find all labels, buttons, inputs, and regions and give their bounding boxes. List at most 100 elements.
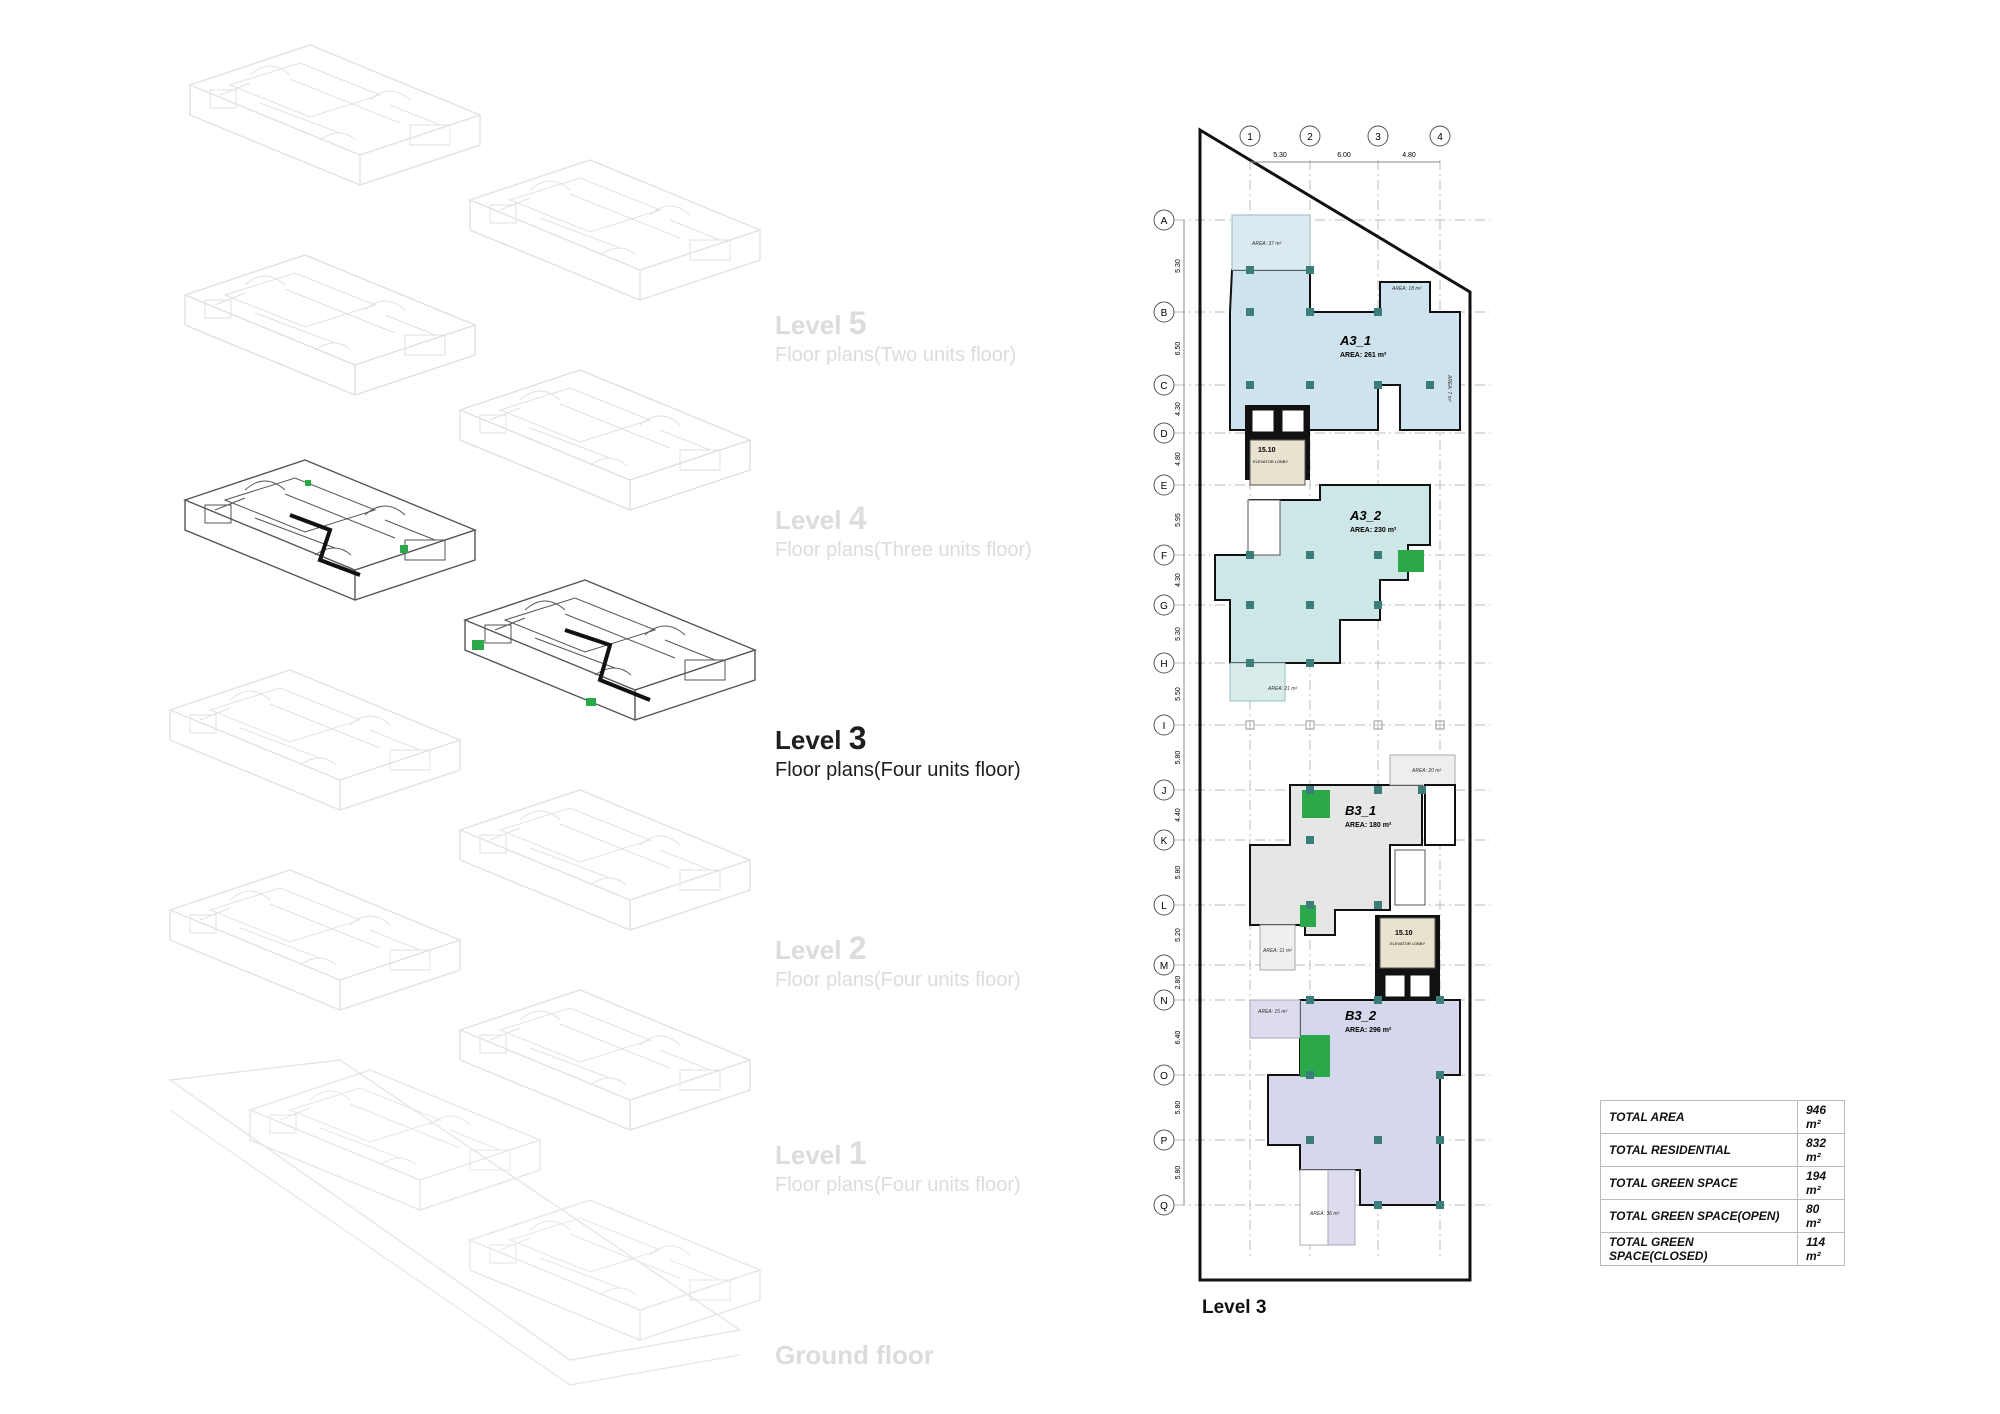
grid-col-label: 3 [1375,132,1381,143]
level-2-label: Level 2 Floor plans(Four units floor) [775,930,1021,991]
grid-row-label: Q [1160,1201,1168,1212]
summary-label: TOTAL RESIDENTIAL [1600,1133,1798,1167]
grid-row-label: I [1163,721,1166,732]
core-a-sub: ELEVATOR LOBBY [1253,459,1288,464]
column [1306,551,1314,559]
grid-bubble-col [1239,125,1261,147]
area-label: AREA: 36 m² [1309,1211,1340,1217]
grid-row-label: H [1160,659,1167,670]
iso-ground [168,1059,761,1386]
terrace-a3-1 [1231,214,1311,271]
grid-row-label: F [1161,551,1167,562]
lobby-a [1249,439,1306,486]
column [1306,601,1314,609]
column [1374,996,1382,1004]
stair-a [1247,499,1281,556]
level-1-label: Level 1 Floor plans(Four units floor) [775,1135,1021,1196]
summary-label: TOTAL GREEN SPACE(OPEN) [1600,1199,1798,1233]
column [1246,266,1254,274]
green-planter-4 [1300,1035,1330,1077]
column-marker [1305,720,1315,730]
grid-row-label: G [1160,601,1168,612]
column [1306,996,1314,1004]
summary-label: TOTAL GREEN SPACE(CLOSED) [1600,1232,1798,1266]
column [1374,1201,1382,1209]
core-a-label: 15.10 [1258,447,1276,454]
level-4-label: Level 4 Floor plans(Three units floor) [775,500,1032,561]
area-label: AREA: 11 m² [1262,948,1292,954]
column [1436,1071,1444,1079]
exploded-axonometric [168,44,761,1386]
grid-row-label: O [1160,1071,1168,1082]
site-boundary [1198,127,1472,1282]
grid-bubble-row [1153,1129,1175,1151]
grid-row-dim: 5.80 [1175,866,1182,880]
unit-b3-2-name: B3_2 [1345,1008,1377,1023]
summary-row: TOTAL GREEN SPACE(OPEN)80 m² [1600,1199,1845,1233]
grid-bubble-row [1153,422,1175,444]
level-5-label: Level 5 Floor plans(Two units floor) [775,305,1017,366]
column [1306,901,1314,909]
grid-bubble-row [1153,954,1175,976]
area-label: AREA: 18 m² [1391,286,1422,292]
lobby-b [1379,917,1436,969]
summary-value: 832 m² [1797,1133,1845,1167]
column [1418,786,1426,794]
grid-row-dim: 6.50 [1175,342,1182,356]
balcony-b3-1 [1424,784,1456,846]
grid-col-dim: 4.80 [1402,152,1416,159]
grid-row-label: L [1161,901,1167,912]
column [1374,601,1382,609]
ground-floor-label: Ground floor [775,1340,934,1370]
grid-row-label: N [1160,996,1167,1007]
stair-b [1394,849,1426,906]
grid-row-dim: 5.30 [1175,259,1182,273]
column [1436,1136,1444,1144]
structural-columns [1245,266,1445,1209]
grid-bubble-row [1153,1194,1175,1216]
column [1436,996,1444,1004]
summary-value: 114 m² [1797,1232,1845,1266]
unit-b3-1-name: B3_1 [1345,803,1376,818]
column [1374,308,1382,316]
grid-row-label: E [1161,481,1168,492]
column [1426,381,1434,389]
grid-row-dim: 4.40 [1175,808,1182,822]
grid-row-label: M [1160,961,1168,972]
column [1306,308,1314,316]
grid-row-label: A [1161,216,1168,227]
green-planter-1 [1398,550,1424,572]
grid-row-dim: 5.50 [1175,687,1182,701]
core-b-sub: ELEVATOR LOBBY [1390,941,1425,946]
grid-bubble-row [1153,989,1175,1011]
grid-bubble-col [1299,125,1321,147]
grid-row-dim: 4.30 [1175,573,1182,587]
grid-bubble-row [1153,1064,1175,1086]
grid-row-dim: 5.95 [1175,513,1182,527]
grid-bubble-row [1153,714,1175,736]
column [1306,786,1314,794]
column [1246,381,1254,389]
grid-bubble-row [1153,209,1175,231]
unit-a3-2-area: AREA: 230 m² [1350,527,1397,534]
grid-row-label: C [1160,381,1167,392]
grid-col-label: 1 [1247,132,1253,143]
summary-row: TOTAL GREEN SPACE(CLOSED)114 m² [1600,1232,1845,1266]
terrace-b3-1b [1259,924,1296,971]
summary-value: 194 m² [1797,1166,1845,1200]
area-label: AREA: 20 m² [1411,768,1442,774]
column [1306,659,1314,667]
column [1246,601,1254,609]
column [1306,266,1314,274]
column-marker [1435,720,1445,730]
grid-bubble-row [1153,544,1175,566]
grid-row-dim: 5.20 [1175,928,1182,942]
grid-bubble-row [1153,374,1175,396]
column [1306,1071,1314,1079]
summary-value: 946 m² [1797,1100,1845,1134]
grid-row-dim: 5.80 [1175,751,1182,765]
summary-label: TOTAL AREA [1600,1100,1798,1134]
